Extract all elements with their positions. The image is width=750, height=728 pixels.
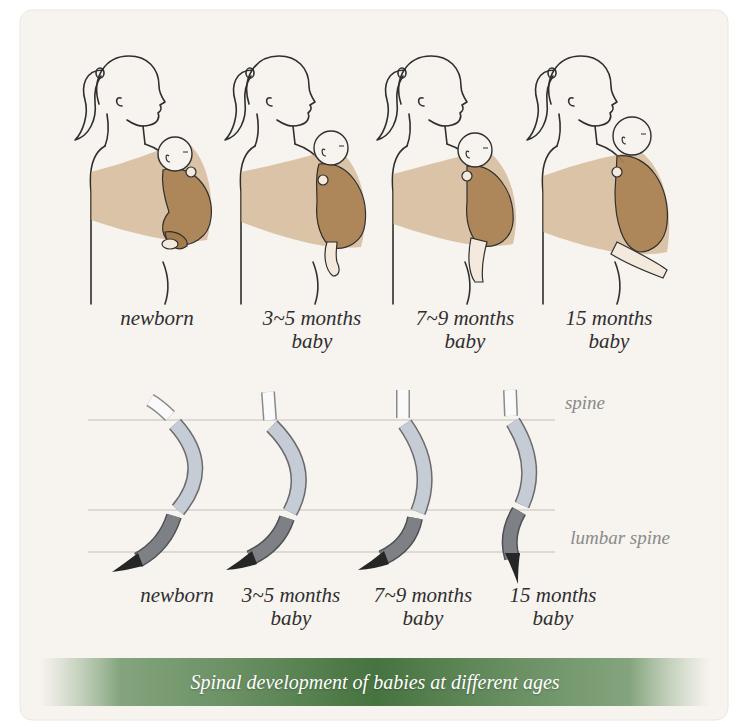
sacrum-tip	[358, 551, 389, 570]
lumbar-segment	[138, 516, 174, 560]
age-label: 15 months baby	[497, 584, 609, 630]
cervical-segment	[150, 400, 170, 416]
carry-newborn	[75, 56, 211, 304]
spine-3-5-months	[226, 392, 299, 570]
spine-7-9-months	[358, 390, 425, 570]
baby-head	[158, 137, 192, 171]
lumbar-segment	[250, 518, 287, 558]
baby-leg	[325, 242, 339, 276]
baby-face	[466, 148, 488, 158]
age-label: newborn	[101, 307, 213, 330]
cervical-outline	[510, 390, 511, 416]
baby-head	[314, 131, 348, 165]
carry-7-9-months	[377, 56, 516, 304]
thoracic-segment	[175, 424, 195, 510]
baby-head	[458, 133, 492, 167]
caption-text: Spinal development of babies at differen…	[190, 671, 559, 694]
lumbar-segment	[382, 518, 415, 558]
axis-label: lumbar spine	[570, 526, 670, 549]
axis-label: spine	[565, 391, 605, 414]
baby-body	[317, 164, 366, 249]
baby-hand	[186, 167, 196, 177]
panel	[20, 10, 728, 720]
carry-15-months	[527, 56, 669, 304]
spine-15-months	[505, 390, 529, 584]
baby-leg	[611, 242, 667, 278]
lumbar-outline	[138, 516, 174, 560]
lumbar-outline	[250, 518, 287, 558]
baby-leg	[469, 238, 487, 282]
baby-body	[615, 156, 667, 252]
age-label: 7~9 months baby	[367, 584, 479, 630]
lumbar-segment	[510, 511, 519, 558]
caption-band	[40, 658, 710, 706]
baby-hand	[318, 175, 328, 185]
baby-body	[467, 166, 514, 247]
sacrum-tip	[505, 553, 520, 584]
age-label: 3~5 months baby	[256, 307, 368, 353]
caption-band-box: Spinal development of babies at differen…	[40, 658, 710, 706]
baby-head	[613, 117, 651, 155]
baby-face	[166, 152, 188, 162]
baby-foot	[162, 239, 178, 249]
spine-newborn	[112, 400, 195, 572]
thoracic-segment	[272, 426, 299, 512]
carrier-band	[241, 148, 365, 248]
cervical-outline	[268, 392, 270, 420]
cervical-outline	[150, 400, 170, 416]
sacrum-tip	[226, 551, 257, 570]
carrier-band	[393, 150, 516, 246]
thoracic-outline	[405, 424, 425, 512]
age-label: 7~9 months baby	[409, 307, 521, 353]
carry-3-5-months	[225, 56, 366, 304]
age-label: newborn	[121, 584, 233, 607]
cervical-segment	[268, 392, 270, 420]
lumbar-top-line	[88, 509, 555, 510]
cervical-segment	[510, 390, 511, 416]
baby-face	[322, 146, 344, 156]
thoracic-segment	[513, 422, 529, 505]
cervical-segment	[398, 390, 409, 418]
thoracic-outline	[175, 424, 195, 510]
baby-face	[622, 134, 646, 144]
baby-hand	[462, 171, 472, 181]
thoracic-segment	[405, 424, 425, 512]
sacrum-tip	[112, 553, 143, 572]
baby-hand	[612, 167, 622, 177]
age-label: 15 months baby	[553, 307, 665, 353]
cervical-outline	[396, 390, 410, 418]
spine-line	[88, 419, 555, 420]
lumbar-outline	[382, 518, 415, 558]
thoracic-outline	[513, 422, 529, 505]
thoracic-outline	[272, 426, 299, 512]
age-label: 3~5 months baby	[235, 584, 347, 630]
lumbar-outline	[510, 511, 519, 558]
carrier-band	[543, 152, 669, 254]
